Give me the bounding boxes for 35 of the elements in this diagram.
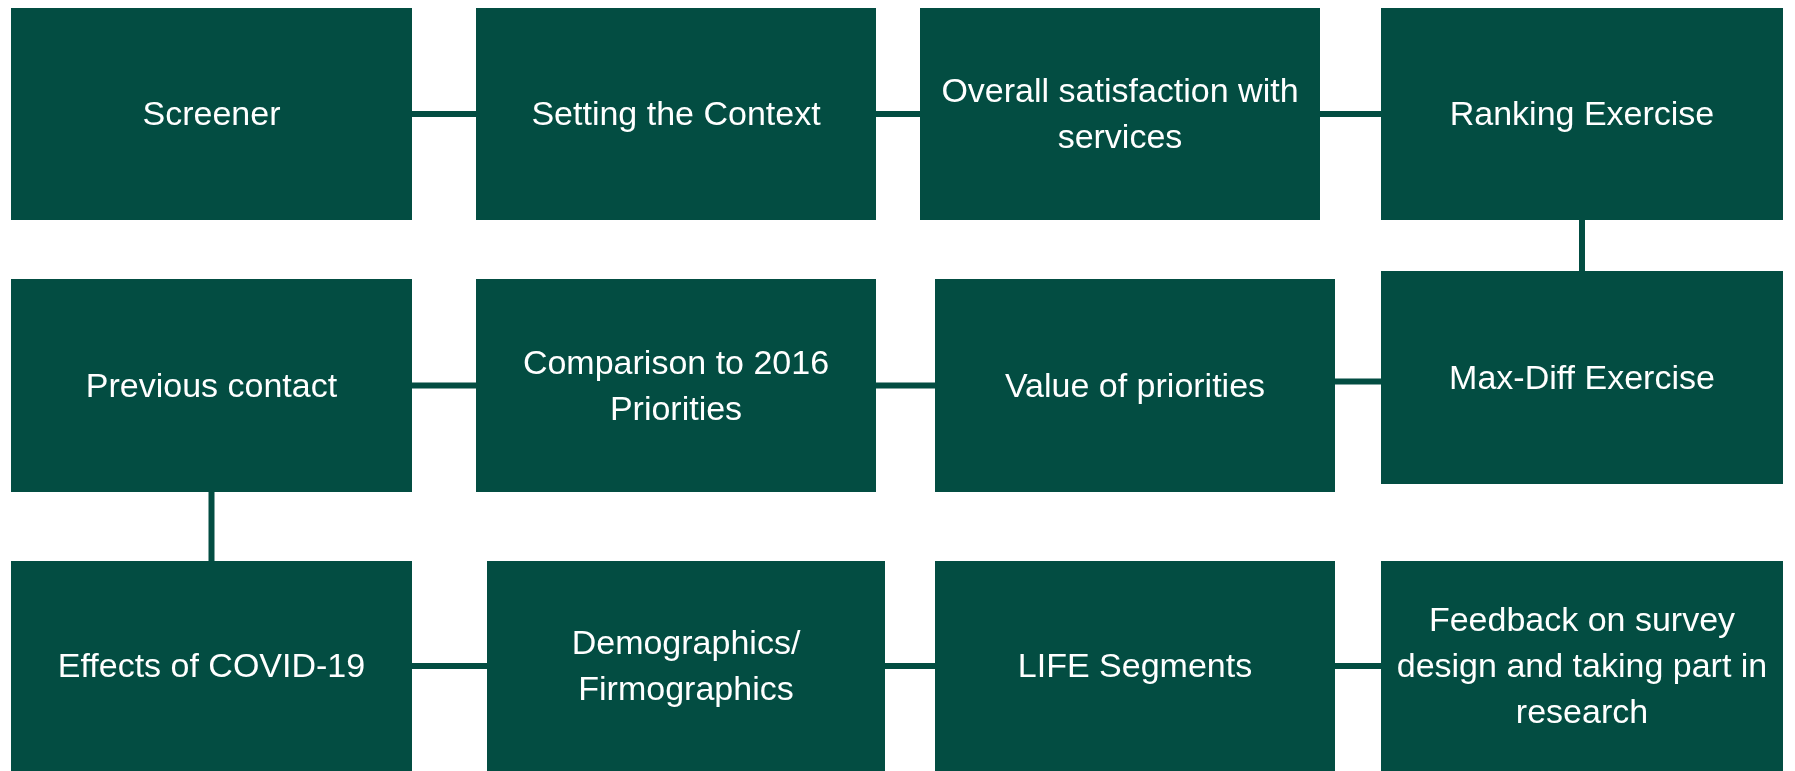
connector-line [412, 111, 476, 117]
process-box [487, 561, 885, 771]
connector-line [412, 382, 476, 389]
process-box [1381, 8, 1783, 220]
process-box [1381, 561, 1783, 771]
process-box [935, 561, 1335, 771]
process-box [1381, 271, 1783, 484]
box-label: Max-Diff Exercise [1449, 356, 1715, 398]
connector-line [876, 111, 920, 117]
box-label: Screener [142, 93, 281, 135]
box-label: Comparison to 2016 Priorities [521, 341, 831, 429]
box-label: Setting the Context [531, 93, 821, 135]
connector-line [1320, 111, 1381, 117]
box-label: Effects of COVID-19 [57, 645, 366, 687]
process-box [935, 279, 1335, 492]
process-box [476, 8, 876, 220]
box-label: LIFE Segments [1017, 645, 1253, 687]
process-box [476, 279, 876, 492]
connector-line [876, 382, 935, 389]
connector-line [1335, 663, 1381, 669]
box-label: Feedback on survey design and taking part in research [1395, 599, 1769, 732]
connector-line [1335, 378, 1381, 385]
box-label: Previous contact [85, 364, 338, 406]
process-box [920, 8, 1320, 220]
process-box [11, 8, 412, 220]
box-label: Ranking Exercise [1449, 93, 1715, 135]
box-label: Demographics/ Firmographics [570, 622, 802, 709]
connector-line [885, 663, 935, 669]
connector-line [208, 492, 215, 561]
process-box [11, 279, 412, 492]
box-label: Value of priorities [1004, 364, 1266, 406]
connector-line [412, 663, 487, 669]
process-box [11, 561, 412, 771]
connector-line [1579, 220, 1585, 271]
box-label: Overall satisfaction with services [940, 70, 1300, 157]
